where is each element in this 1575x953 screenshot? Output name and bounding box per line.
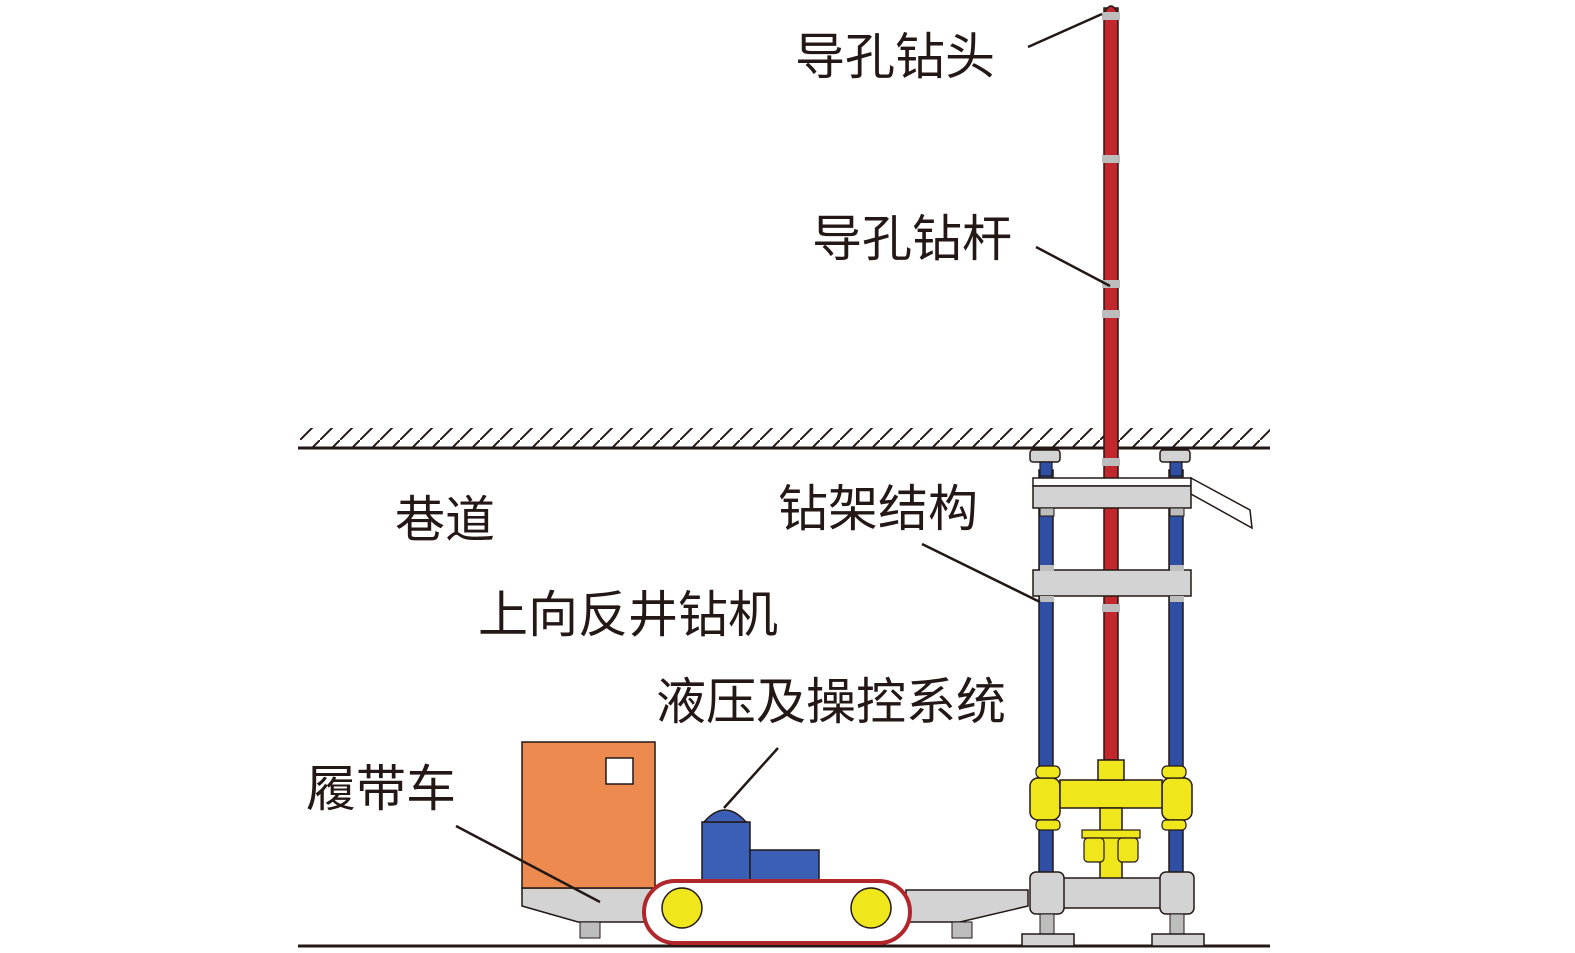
track-wheel [661, 887, 703, 929]
frame-base [1021, 871, 1205, 947]
middle-crossbeam [1032, 565, 1192, 602]
roof [298, 428, 1270, 450]
label-pilot-drill-rod: 导孔钻杆 [812, 210, 1012, 268]
track-wheel [850, 887, 892, 929]
crawler-vehicle [521, 741, 1029, 945]
control-cabinet [521, 741, 656, 889]
label-roadway: 巷道 [395, 491, 495, 549]
leader-lines [455, 12, 1111, 904]
label-hydraulic-control: 液压及操控系统 [656, 673, 1006, 731]
label-pilot-drill-bit: 导孔钻头 [795, 28, 995, 86]
top-jacks [1029, 449, 1191, 477]
pilot-drill-bit [1102, 5, 1120, 20]
crawler-track [642, 879, 912, 945]
label-crawler: 履带车 [306, 760, 456, 818]
top-crossbeam [1032, 476, 1253, 530]
pilot-drill-rod [1102, 7, 1120, 761]
label-drill-frame: 钻架结构 [778, 480, 978, 538]
hydraulic-unit [701, 821, 751, 883]
label-upward-raise-drill: 上向反井钻机 [478, 586, 778, 644]
power-head [1029, 759, 1193, 881]
